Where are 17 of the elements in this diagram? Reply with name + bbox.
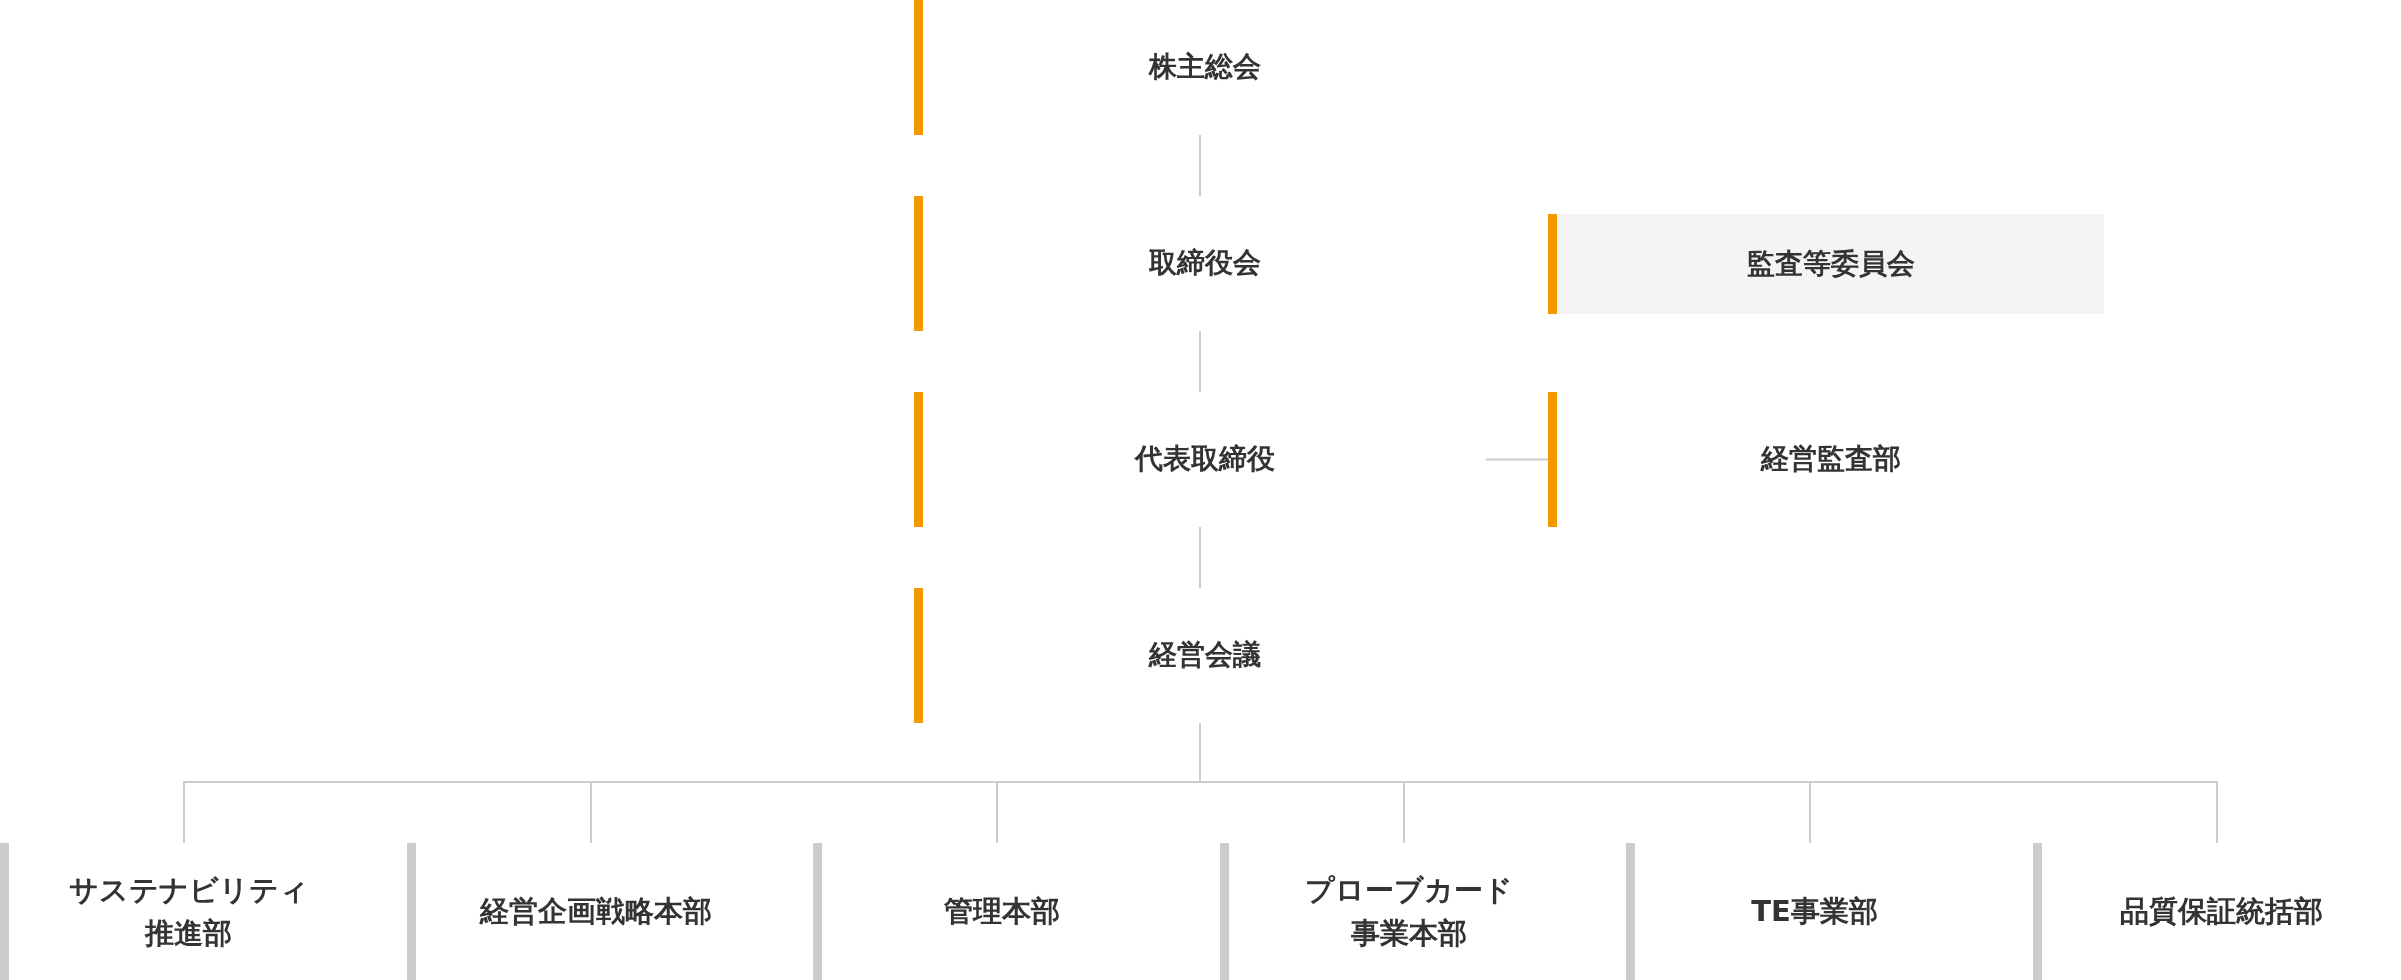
unit-name: 品質保証統括部 [2120,893,2323,931]
unit-name: 管理本部 [943,893,1060,931]
connector-line [1199,526,1201,589]
unit-name: 経営企画戦略本部 [479,893,712,931]
unit-name: 株主総会 [1148,49,1261,86]
connector-line [1199,330,1201,393]
org-box [1548,214,2104,314]
unit-name: 監査等委員会 [1746,245,1915,282]
connector-line [1485,458,1549,461]
unit-name: プローブカード事業本部 [1303,872,1514,952]
unit-name: 取締役会 [1148,245,1261,282]
unit-name: 経営会議 [1148,637,1261,674]
connector-line [1199,134,1201,197]
unit-name: 経営監査部 [1760,441,1901,478]
unit-name: サステナビリティ推進部 [68,872,309,952]
unit-name: TE事業部 [1751,893,1878,931]
unit-name: 代表取締役 [1134,441,1275,478]
